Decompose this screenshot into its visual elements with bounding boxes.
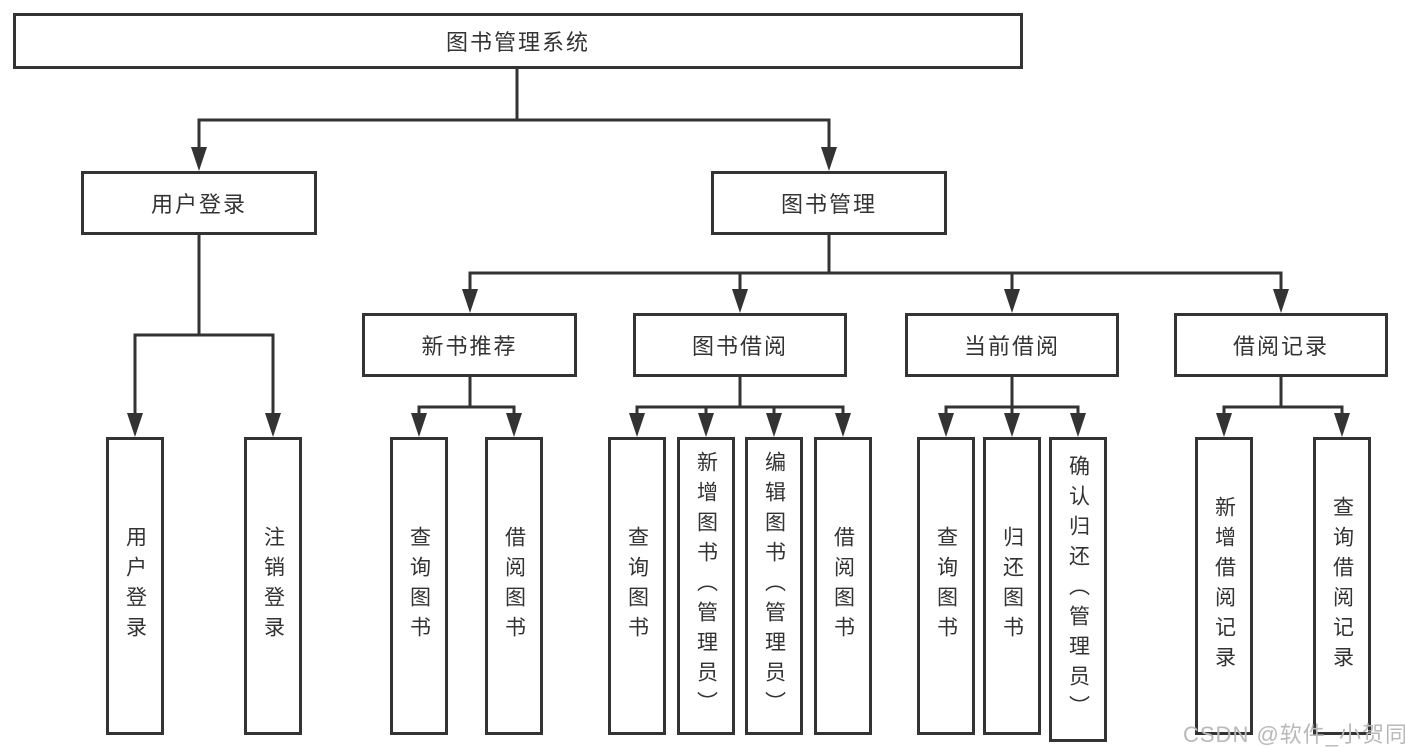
node-leaf-bb-add-books-admin: 新增图书（管理员） <box>677 437 735 735</box>
connector-borrow-records-to-leaves <box>1216 377 1350 437</box>
node-leaf-bb-query-books: 查询图书 <box>608 437 666 735</box>
node-leaf-nbr-borrow-books: 借阅图书 <box>485 437 543 735</box>
node-new-book-recommend: 新书推荐 <box>362 313 577 377</box>
node-leaf-cb-return-books: 归还图书 <box>983 437 1041 735</box>
node-leaf-bb-borrow-books: 借阅图书 <box>814 437 872 735</box>
csdn-watermark: CSDN @软件_小贺同学 <box>1183 722 1405 747</box>
node-book-borrow: 图书借阅 <box>633 313 847 377</box>
node-current-borrow: 当前借阅 <box>905 313 1119 377</box>
node-leaf-cb-confirm-return-admin: 确认归还（管理员） <box>1049 437 1107 742</box>
node-leaf-br-query-record: 查询借阅记录 <box>1313 437 1371 735</box>
node-root-system: 图书管理系统 <box>13 13 1023 69</box>
node-leaf-br-add-record: 新增借阅记录 <box>1195 437 1253 735</box>
connector-user-login-to-leaves <box>127 235 281 437</box>
connector-book-borrow-to-leaves <box>629 377 851 437</box>
node-leaf-logout: 注销登录 <box>244 437 302 735</box>
node-leaf-bb-edit-books-admin: 编辑图书（管理员） <box>745 437 803 735</box>
node-user-login: 用户登录 <box>81 171 317 235</box>
node-book-management: 图书管理 <box>711 171 947 235</box>
node-borrow-records: 借阅记录 <box>1174 313 1388 377</box>
connector-new-book-rec-to-leaves <box>411 377 522 437</box>
connector-current-borrow-to-leaves <box>938 377 1086 437</box>
node-leaf-user-login: 用户登录 <box>106 437 164 735</box>
node-leaf-cb-query-books: 查询图书 <box>917 437 975 735</box>
node-leaf-nbr-query-books: 查询图书 <box>390 437 448 735</box>
connector-root-to-level2 <box>191 69 837 171</box>
connector-book-mgmt-to-level3 <box>462 235 1289 313</box>
